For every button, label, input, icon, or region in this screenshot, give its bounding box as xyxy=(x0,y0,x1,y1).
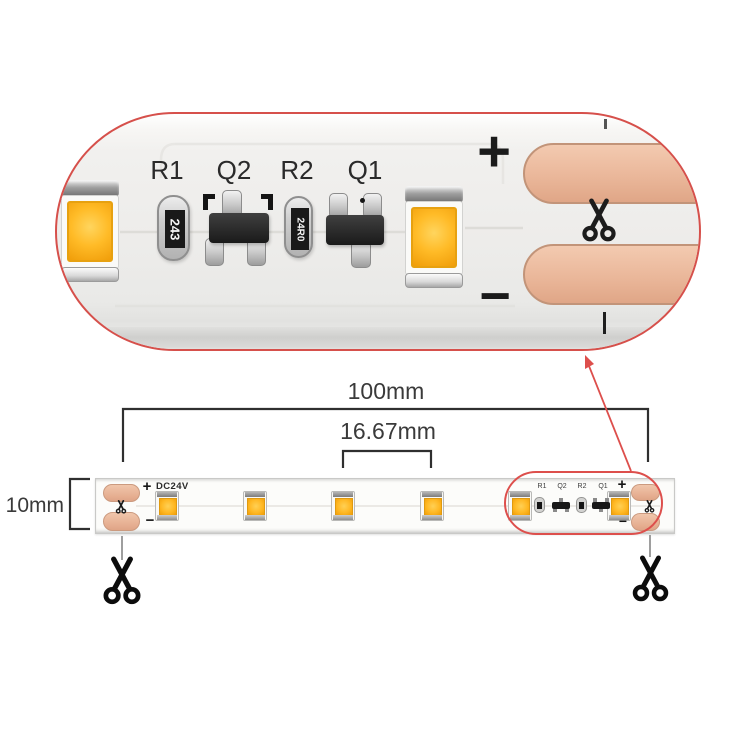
transistor-q2-small xyxy=(550,498,572,512)
strip-trace-line xyxy=(136,505,660,507)
callout-region-oval xyxy=(504,471,663,535)
plus-marking: + xyxy=(617,476,627,493)
transistor-q2 xyxy=(209,213,269,243)
plus-marking: + xyxy=(142,478,152,495)
led-chip-large xyxy=(405,186,463,288)
scissors-icon xyxy=(630,555,671,603)
q1-lead-bottom xyxy=(351,241,371,268)
led-chip xyxy=(331,491,355,521)
solder-pad-positive xyxy=(523,143,699,204)
silkscreen-bracket-right xyxy=(261,194,273,210)
scissors-icon xyxy=(115,500,127,514)
led-chip-large xyxy=(61,180,119,282)
callout-line xyxy=(586,360,632,472)
resistor-r2-small xyxy=(576,497,587,513)
pcb-trace-lines xyxy=(115,142,523,308)
label-q2-small: Q2 xyxy=(557,483,567,490)
dimension-strip-width: 10mm xyxy=(5,494,64,517)
scissors-icon xyxy=(580,198,618,243)
cut-tick-top xyxy=(604,119,607,129)
label-r1: R1 xyxy=(150,155,184,185)
led-phosphor xyxy=(411,207,457,268)
strip-edge-shadow xyxy=(57,327,699,349)
solder-pad-negative xyxy=(103,512,140,531)
silkscreen-bracket-left xyxy=(203,194,215,210)
magnified-view-oval: R1 Q2 R2 Q1 243 24R0 xyxy=(55,112,701,351)
resistor-r1-marking: 243 xyxy=(167,218,183,240)
transistor-q1-small xyxy=(590,498,612,512)
minus-marking: − xyxy=(479,266,511,326)
led-top-contact xyxy=(61,180,119,197)
resistor-r1: 243 xyxy=(157,195,190,261)
voltage-label: DC24V xyxy=(156,481,189,492)
label-q1: Q1 xyxy=(347,155,383,185)
scissors-icon xyxy=(101,556,143,606)
scissors-icon xyxy=(644,500,655,513)
resistor-r2: 24R0 xyxy=(284,196,313,258)
led-chip xyxy=(155,491,179,521)
label-r2: R2 xyxy=(280,155,314,185)
solder-pad-negative xyxy=(523,244,699,305)
transistor-q1 xyxy=(326,215,384,245)
led-bottom-contact xyxy=(405,273,463,288)
led-phosphor xyxy=(67,201,113,262)
resistor-r1-band: 243 xyxy=(165,210,185,248)
label-q1-small: Q1 xyxy=(598,483,608,490)
minus-marking: − xyxy=(618,513,628,529)
bracket-10mm xyxy=(68,477,90,531)
label-q2: Q2 xyxy=(216,155,252,185)
label-r1-small: R1 xyxy=(537,483,547,490)
resistor-r2-marking: 24R0 xyxy=(294,217,306,241)
solder-pad-positive xyxy=(103,484,140,502)
dimension-led-pitch: 16.67mm xyxy=(340,418,436,444)
led-top-contact xyxy=(405,186,463,203)
bracket-16-67mm xyxy=(341,449,433,468)
plus-marking: + xyxy=(477,119,511,184)
led-chip xyxy=(420,491,444,521)
led-chip xyxy=(607,491,631,521)
minus-marking: − xyxy=(145,512,155,529)
resistor-r2-band: 24R0 xyxy=(291,208,309,250)
label-r2-small: R2 xyxy=(577,483,587,490)
dimension-total-length: 100mm xyxy=(347,378,425,404)
callout-arrowhead xyxy=(585,355,594,369)
led-bottom-contact xyxy=(61,267,119,282)
led-chip xyxy=(243,491,267,521)
cut-tick-bottom xyxy=(603,312,606,334)
silkscreen-dot xyxy=(360,198,365,203)
